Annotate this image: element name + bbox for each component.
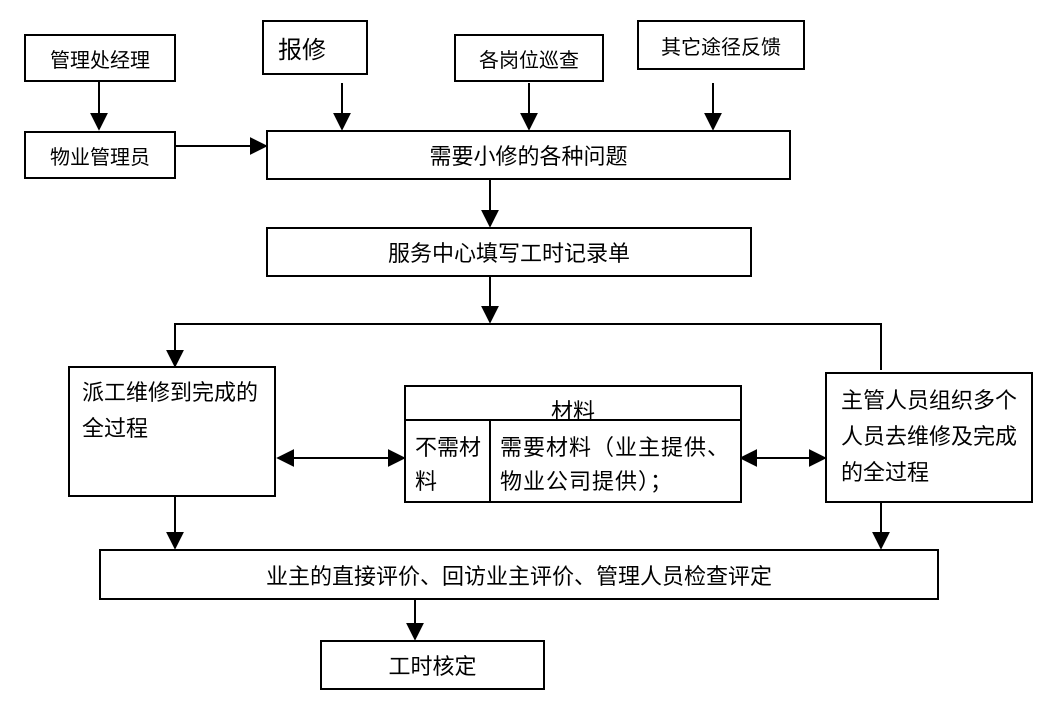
other-feedback-label: 其它途径反馈 [661, 34, 781, 59]
supervisor-box: 主管人员组织多个人员去维修及完成的全过程 [825, 372, 1033, 503]
dispatch-box: 派工维修到完成的全过程 [68, 366, 276, 497]
evaluation-label: 业主的直接评价、回访业主评价、管理人员检查评定 [265, 564, 772, 590]
supervisor-label: 主管人员组织多个人员去维修及完成的全过程 [841, 389, 1018, 486]
manager-label: 管理处经理 [50, 47, 150, 72]
branch-line [174, 323, 882, 370]
patrol-box: 各岗位巡查 [454, 34, 604, 82]
report-box: 报修 [262, 20, 368, 75]
report-label: 报修 [278, 36, 326, 64]
dispatch-label: 派工维修到完成的全过程 [82, 381, 259, 442]
staff-label: 物业管理员 [50, 144, 150, 169]
patrol-label: 各岗位巡查 [479, 47, 579, 72]
materials-needed: 需要材料（业主提供、物业公司提供）； [500, 436, 731, 495]
problems-box: 需要小修的各种问题 [266, 130, 791, 180]
record-label: 服务中心填写工时记录单 [387, 242, 630, 267]
other-feedback-box: 其它途径反馈 [637, 20, 805, 70]
staff-box: 物业管理员 [24, 131, 176, 179]
final-label: 工时核定 [388, 655, 477, 680]
record-box: 服务中心填写工时记录单 [266, 227, 752, 277]
evaluation-box: 业主的直接评价、回访业主评价、管理人员检查评定 [99, 549, 939, 600]
manager-box: 管理处经理 [24, 34, 176, 82]
materials-none: 不需材料 [415, 436, 482, 495]
problems-label: 需要小修的各种问题 [429, 145, 628, 170]
materials-title: 材料 [550, 400, 595, 425]
materials-box [404, 385, 742, 503]
final-box: 工时核定 [320, 640, 545, 690]
